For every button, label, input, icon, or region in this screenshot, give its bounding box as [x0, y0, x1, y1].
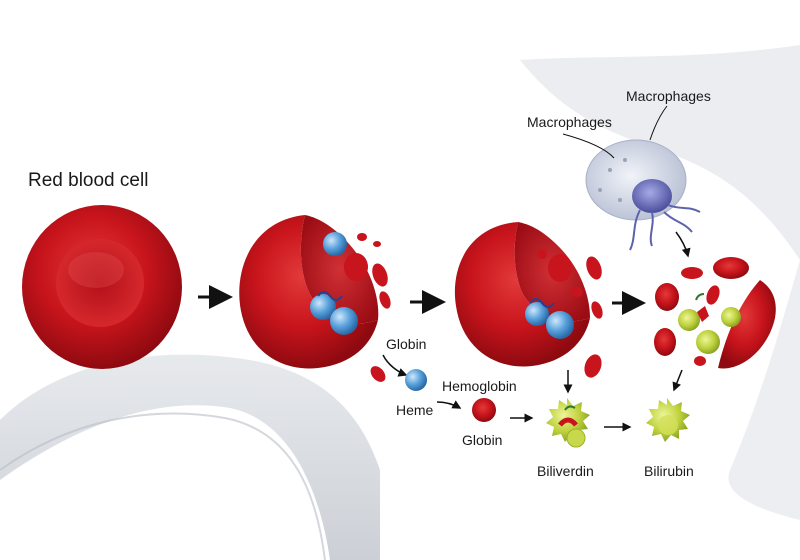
red-blood-cell-ruptured [239, 215, 393, 368]
heme-red-molecule [472, 398, 496, 422]
vessel-wall-bottom-left [0, 355, 380, 560]
red-blood-cell-intact [22, 205, 182, 369]
biliverdin-cell [546, 398, 590, 447]
red-blood-cell-ruptured-stage-2 [455, 222, 605, 380]
diagram-title: Red blood cell [28, 170, 148, 192]
label-macrophages-top: Macrophages [626, 88, 711, 104]
arrow-down-icon [674, 370, 682, 390]
label-heme: Heme [396, 402, 433, 418]
arrow-down-icon [676, 232, 688, 256]
label-globin-1: Globin [386, 336, 426, 352]
globin-blue-molecule [405, 369, 427, 391]
label-globin-2: Globin [462, 432, 502, 448]
bilirubin-cell [646, 398, 690, 442]
label-hemoglobin: Hemoglobin [442, 378, 517, 394]
label-macrophages-left: Macrophages [527, 114, 612, 130]
red-blood-cell-fragments [654, 257, 776, 368]
label-biliverdin: Biliverdin [537, 463, 594, 479]
label-bilirubin: Bilirubin [644, 463, 694, 479]
